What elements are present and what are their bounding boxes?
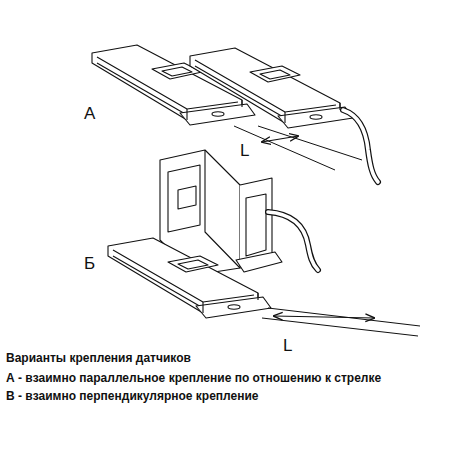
dimension-arrow <box>274 316 374 318</box>
caption-line: В - взаимно перпендикулярное крепление <box>6 390 259 404</box>
caption-heading: Варианты крепления датчиков <box>6 352 191 366</box>
dimension-line <box>262 308 420 336</box>
dimension-arrow <box>262 136 298 142</box>
sensor-cable <box>343 110 378 182</box>
variant-letter: Б <box>84 254 95 274</box>
dimension-line <box>234 126 362 170</box>
caption-line: А - взаимно параллельное крепление по от… <box>6 372 381 386</box>
sensor-body <box>190 48 353 128</box>
sensor-body <box>108 238 271 318</box>
sensor-cable <box>343 110 378 182</box>
sensor-cable <box>268 212 318 270</box>
sensor-cable <box>268 212 318 270</box>
variant-letter: А <box>84 104 95 124</box>
dimension-label: L <box>283 336 292 356</box>
dimension-label: L <box>240 141 249 161</box>
